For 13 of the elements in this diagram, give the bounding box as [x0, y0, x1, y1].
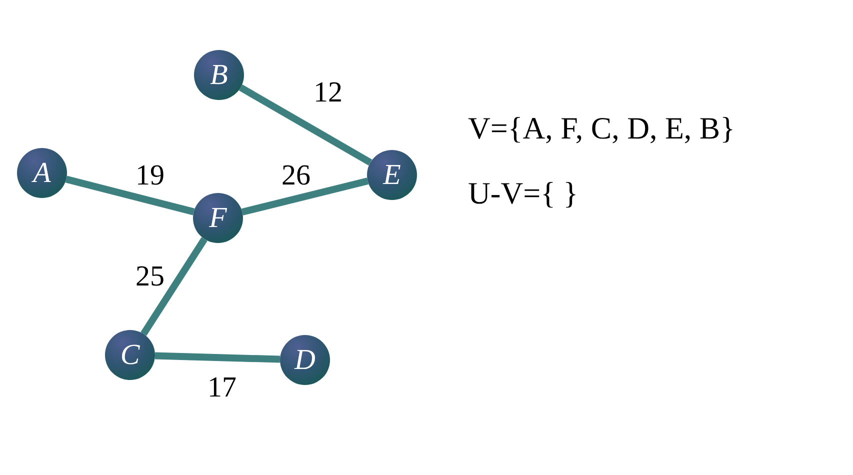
vertex-circle: B [194, 50, 244, 100]
set-notation: U-V={ } [468, 178, 578, 208]
vertex-circle: A [17, 148, 67, 198]
edge-line [241, 178, 369, 216]
edge-line [140, 237, 208, 336]
edge-line [238, 84, 372, 166]
vertex-circle: D [280, 335, 330, 385]
edge-line [154, 352, 280, 363]
vertex-circle: E [367, 150, 417, 200]
edge-line [65, 176, 195, 216]
vertex-circle: C [105, 330, 155, 380]
set-notation: V={A, F, C, D, E, B} [468, 112, 735, 144]
vertex-circle: F [193, 193, 243, 243]
